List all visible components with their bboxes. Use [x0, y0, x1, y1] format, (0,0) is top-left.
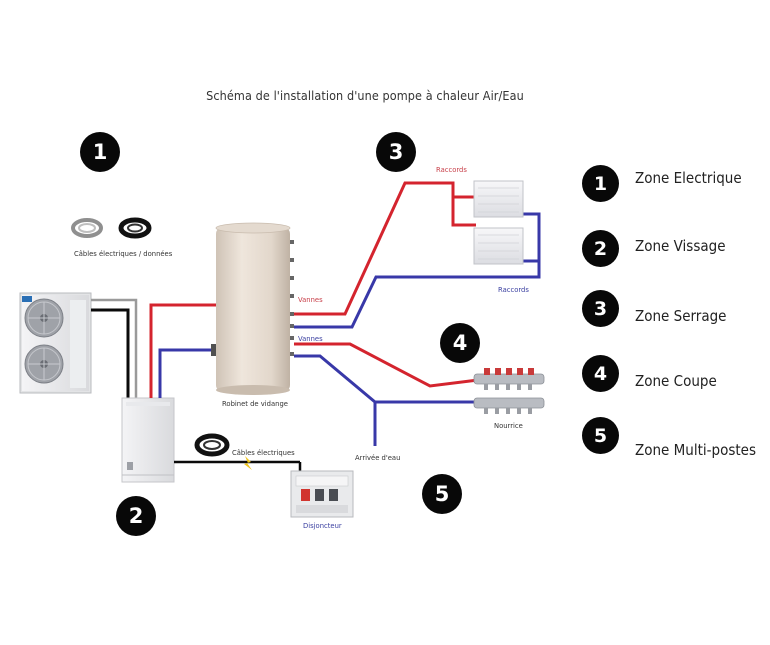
- hydraulic-module: [121, 397, 175, 483]
- zone-badge-1: 1: [80, 132, 120, 172]
- label-raccords-bottom: Raccords: [498, 286, 529, 294]
- label-disjoncteur: Disjoncteur: [303, 522, 342, 530]
- legend-badge-4: 4: [582, 355, 619, 392]
- radiators: [473, 180, 524, 265]
- label-robinet-vidange: Robinet de vidange: [222, 400, 288, 408]
- breaker-cable: [174, 433, 302, 472]
- label-vannes-top: Vannes: [298, 296, 323, 304]
- legend-badge-3: 3: [582, 290, 619, 327]
- diagram-title: Schéma de l'installation d'une pompe à c…: [206, 88, 524, 103]
- legend-label-5: Zone Multi-postes: [635, 441, 756, 459]
- cable-coil-black: [118, 217, 152, 239]
- radiator-pipes: [294, 181, 541, 329]
- legend-label-4: Zone Coupe: [635, 372, 717, 390]
- legend-badge-1: 1: [582, 165, 619, 202]
- manifold-pipes: [294, 342, 479, 446]
- label-cables-electriques: Câbles électriques: [232, 449, 295, 457]
- module-tank-pipes: [149, 303, 218, 398]
- zone-badge-4: 4: [440, 323, 480, 363]
- outdoor-cables: [91, 298, 138, 400]
- outdoor-heat-pump-unit: [19, 292, 92, 394]
- cable-coil-grey: [71, 218, 103, 238]
- legend-label-1: Zone Electrique: [635, 169, 742, 187]
- label-vannes-bottom: Vannes: [298, 335, 323, 343]
- legend-label-3: Zone Serrage: [635, 307, 727, 325]
- zone-badge-5: 5: [422, 474, 462, 514]
- legend-label-2: Zone Vissage: [635, 237, 726, 255]
- label-arrivee-eau: Arrivée d'eau: [355, 454, 401, 462]
- legend-badge-5: 5: [582, 417, 619, 454]
- label-cables-donnees: Câbles électriques / données: [74, 250, 173, 258]
- hot-water-tank: [215, 222, 294, 395]
- manifold: [473, 368, 545, 414]
- label-nourrice: Nourrice: [494, 422, 523, 430]
- legend-badge-2: 2: [582, 230, 619, 267]
- zone-badge-2: 2: [116, 496, 156, 536]
- zone-badge-3: 3: [376, 132, 416, 172]
- circuit-breaker: [290, 470, 354, 518]
- label-raccords-top: Raccords: [436, 166, 467, 174]
